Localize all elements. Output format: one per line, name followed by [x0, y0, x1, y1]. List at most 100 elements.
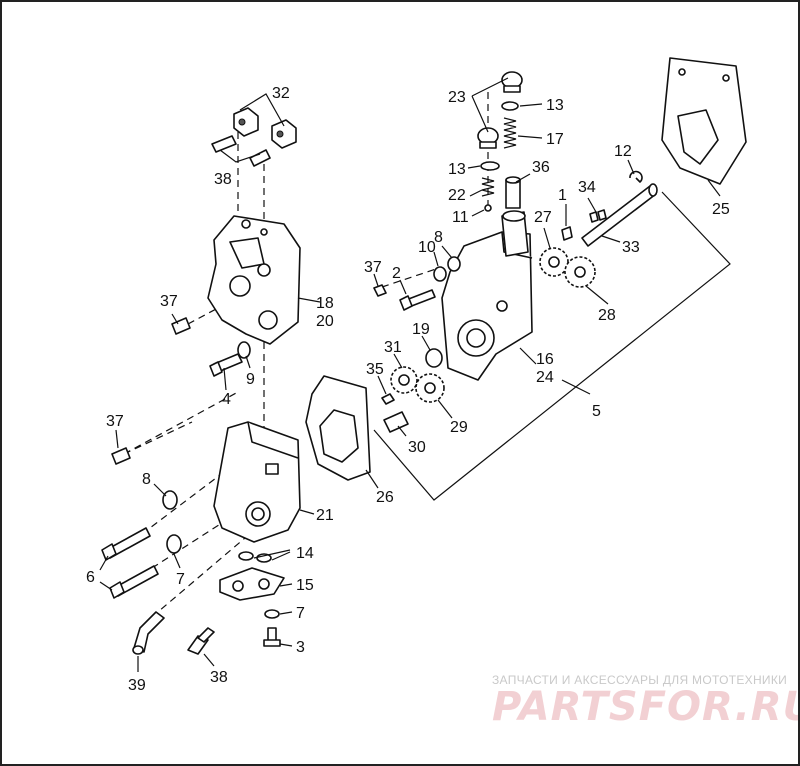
- callout-2: 2: [392, 265, 401, 282]
- gear-27: [539, 247, 569, 277]
- pump-housing-16-24: [441, 210, 533, 381]
- key-35: [381, 393, 395, 405]
- spring-22: [481, 177, 495, 197]
- callout-30: 30: [408, 439, 426, 456]
- callout-1: 1: [558, 187, 567, 204]
- shaft-30: [383, 411, 409, 433]
- cap-23-lower: [477, 127, 499, 149]
- leader-32: [239, 93, 285, 127]
- leader-27: [543, 227, 551, 249]
- long-screw-6-lower: [109, 565, 159, 599]
- callout-15: 15: [296, 577, 314, 594]
- callout-25: 25: [712, 201, 730, 218]
- callout-23: 23: [448, 89, 466, 106]
- leader-4: [223, 367, 227, 391]
- callout-7-lower: 7: [296, 605, 305, 622]
- callout-38-top: 38: [214, 171, 232, 188]
- oring-13-lower: [480, 161, 500, 171]
- gear-31: [390, 366, 418, 394]
- leader-8-lower: [153, 483, 167, 497]
- callout-8-upper: 8: [434, 229, 443, 246]
- callout-35: 35: [366, 361, 384, 378]
- callout-17: 17: [546, 131, 564, 148]
- leader-14: [253, 549, 291, 561]
- elbow-fitting-39: [132, 611, 165, 655]
- pin-36: [505, 176, 521, 209]
- washer-7-upper: [166, 534, 182, 554]
- leader-6: [99, 555, 113, 591]
- callout-22: 22: [448, 187, 466, 204]
- leader-13-top: [519, 103, 543, 107]
- leader-23: [471, 77, 509, 133]
- washer-19: [425, 348, 443, 368]
- gasket-25: [661, 57, 747, 185]
- callout-36: 36: [532, 159, 550, 176]
- washer-8-lower: [162, 490, 178, 510]
- plug-37-right: [373, 284, 387, 297]
- leader-7-lower: [279, 611, 293, 615]
- leader-7-upper: [173, 553, 181, 569]
- callout-37-upper: 37: [160, 293, 178, 310]
- fitting-32-right: [271, 119, 297, 149]
- oring-13-top: [501, 101, 519, 111]
- fitting-38-top-left: [211, 135, 237, 153]
- callout-9: 9: [246, 371, 255, 388]
- leader-30: [397, 425, 407, 437]
- leader-26: [365, 469, 379, 489]
- washer-7-lower: [264, 609, 280, 619]
- leader-38-lower: [203, 653, 215, 667]
- leader-31: [393, 353, 403, 369]
- screw-3: [263, 627, 281, 647]
- washer-9: [237, 341, 251, 359]
- align-line-g: [141, 471, 225, 535]
- long-screw-6-upper: [101, 527, 151, 561]
- keys-34: [589, 209, 607, 223]
- leader-33: [601, 235, 621, 243]
- ball-11: [484, 204, 492, 212]
- drive-shaft-33: [581, 183, 658, 247]
- leader-15: [279, 583, 293, 587]
- align-line-j: [381, 266, 443, 288]
- leader-13-lower: [467, 165, 481, 169]
- callout-34: 34: [578, 179, 596, 196]
- callout-18: 18: [316, 295, 334, 312]
- callout-33: 33: [622, 239, 640, 256]
- retaining-clip-12: [629, 170, 643, 183]
- gear-29: [415, 373, 445, 403]
- leader-25: [707, 179, 721, 197]
- leader-22: [469, 189, 483, 197]
- leader-37-upper: [171, 313, 179, 325]
- leader-11: [471, 209, 485, 217]
- leader-29: [437, 399, 453, 419]
- leader-8-upper: [441, 245, 453, 259]
- watermark-tagline: ЗАПЧАСТИ И АКСЕССУАРЫ ДЛЯ МОТОТЕХНИКИ: [492, 673, 787, 687]
- align-line-f: [123, 421, 193, 455]
- leader-3: [279, 643, 293, 647]
- callout-8-lower: 8: [142, 471, 151, 488]
- leader-10: [433, 251, 439, 267]
- callout-19: 19: [412, 321, 430, 338]
- callout-20: 20: [316, 313, 334, 330]
- callout-7-upper: 7: [176, 571, 185, 588]
- callout-37-lower: 37: [106, 413, 124, 430]
- callout-37-right: 37: [364, 259, 382, 276]
- callout-27: 27: [534, 209, 552, 226]
- leader-9: [245, 355, 251, 369]
- callout-32: 32: [272, 85, 290, 102]
- washer-8-upper: [447, 256, 461, 272]
- leader-36: [515, 173, 531, 183]
- leader-17: [517, 135, 543, 139]
- callout-38-lower: 38: [210, 669, 228, 686]
- kit-bracket-5: [373, 191, 731, 501]
- pin-1: [561, 226, 573, 241]
- screw-2: [399, 289, 436, 311]
- callout-24: 24: [536, 369, 554, 386]
- leader-2: [399, 279, 407, 295]
- washer-10: [433, 266, 447, 282]
- callout-21: 21: [316, 507, 334, 524]
- callout-11: 11: [452, 209, 469, 226]
- callout-29: 29: [450, 419, 468, 436]
- cap-23-top: [501, 71, 523, 93]
- leader-38-top: [219, 149, 261, 163]
